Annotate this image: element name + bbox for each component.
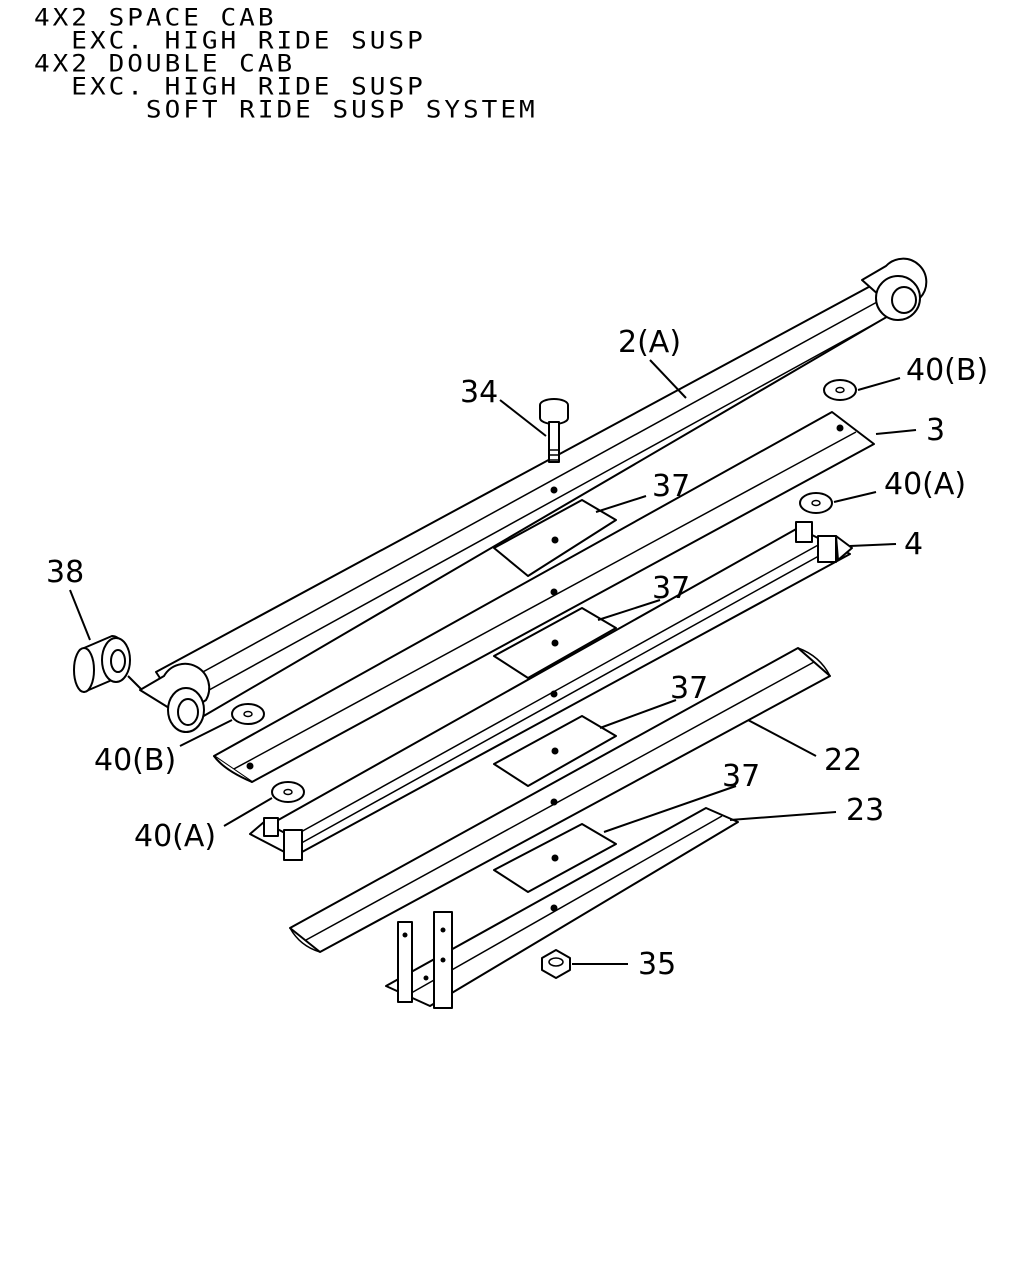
callout-22: 22 — [824, 743, 862, 778]
washer-40b-left[interactable] — [231, 703, 265, 725]
callout-37-3: 37 — [670, 671, 708, 706]
header-line-5: SOFT RIDE SUSP SYSTEM — [34, 96, 538, 124]
bushing-38[interactable] — [73, 635, 131, 693]
callout-40b-top: 40(B) — [906, 353, 988, 388]
pad-37-1[interactable] — [493, 499, 617, 577]
callout-38: 38 — [46, 555, 84, 590]
callout-37-4: 37 — [722, 759, 760, 794]
callout-2a: 2(A) — [618, 325, 681, 360]
washer-40a-top[interactable] — [799, 492, 833, 514]
header-line-3: 4X2 DOUBLE CAB — [34, 50, 296, 78]
pad-37-3[interactable] — [493, 715, 617, 787]
leader-lines — [69, 359, 917, 965]
fourth-leaf-22[interactable] — [289, 647, 831, 953]
callout-37-2: 37 — [652, 571, 690, 606]
pad-37-2[interactable] — [493, 607, 617, 679]
callout-3: 3 — [926, 413, 945, 448]
header-line-1: 4X2 SPACE CAB — [34, 4, 277, 32]
pad-37-4[interactable] — [493, 823, 617, 893]
lower-plate-23[interactable] — [385, 807, 739, 1009]
header-line-4: EXC. HIGH RIDE SUSP — [34, 73, 426, 101]
second-leaf-3[interactable] — [213, 411, 875, 783]
callout-23: 23 — [846, 793, 884, 828]
callout-40b-left: 40(B) — [94, 743, 176, 778]
callout-34: 34 — [460, 375, 498, 410]
main-leaf-2a[interactable] — [139, 257, 928, 733]
callout-40a-top: 40(A) — [884, 467, 966, 502]
header-line-2: EXC. HIGH RIDE SUSP — [34, 27, 426, 55]
callout-37-1: 37 — [652, 469, 690, 504]
callout-40a-left: 40(A) — [134, 819, 216, 854]
washer-40a-left[interactable] — [271, 781, 305, 803]
center-bolt-34[interactable] — [539, 398, 569, 463]
washer-40b-top[interactable] — [823, 379, 857, 401]
third-leaf-4[interactable] — [249, 521, 853, 861]
nut-35[interactable] — [541, 949, 571, 979]
callout-labels: 2(A) 34 40(B) 3 37 40(A) 4 38 37 37 40(B… — [46, 325, 988, 982]
callout-35: 35 — [638, 947, 676, 982]
callout-4: 4 — [904, 527, 923, 562]
